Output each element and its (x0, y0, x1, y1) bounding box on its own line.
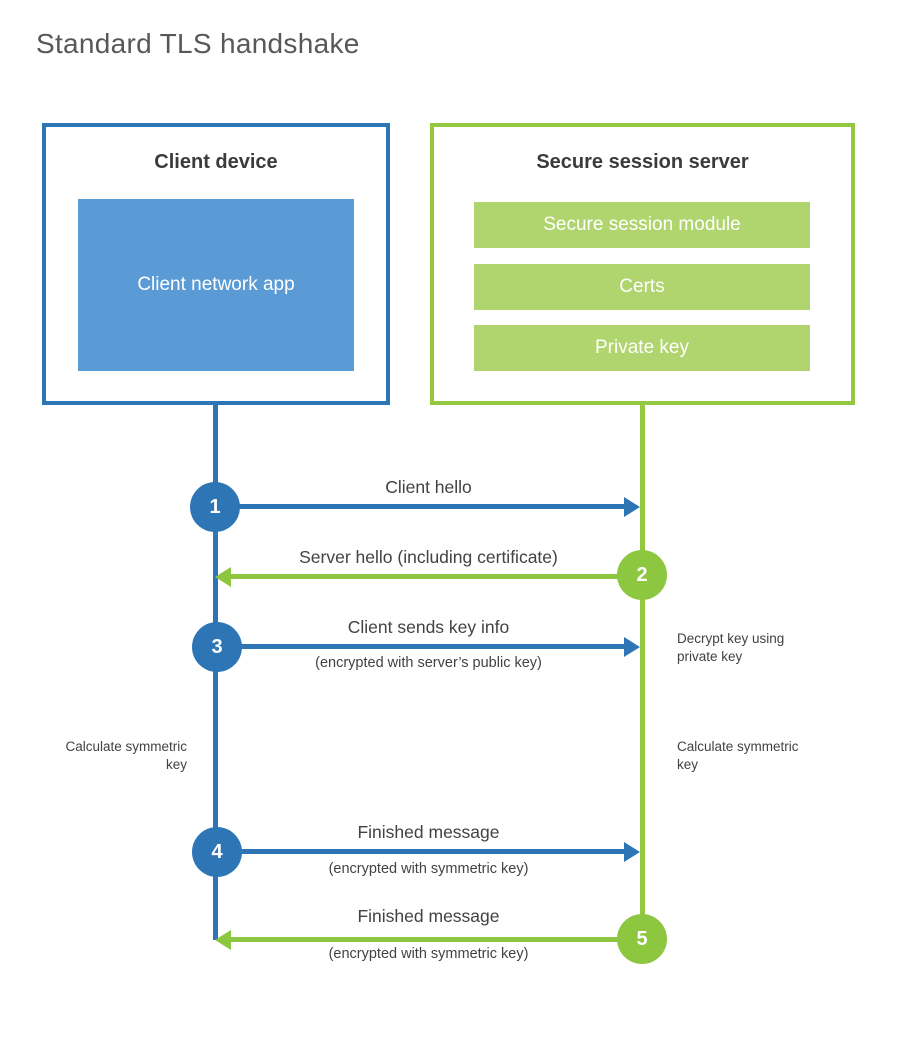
server-lifeline (640, 405, 645, 917)
message-label-finished-client: Finished message (357, 822, 500, 842)
note-calculate-symmetric-left: Calculate symmetric key (65, 739, 187, 773)
secure-session-server-title: Secure session server (536, 151, 749, 173)
client-device-title: Client device (154, 151, 278, 173)
diagram-title: Standard TLS handshake (36, 28, 360, 59)
note-calculate-symmetric-right: Calculate symmetric key (677, 739, 799, 773)
arrowhead-right-icon (624, 497, 640, 517)
step-circle-4: 4 (192, 827, 242, 877)
message-label-key-info: Client sends key info (347, 617, 510, 637)
step-circle-5: 5 (617, 914, 667, 964)
message-sublabel-finished-server: (encrypted with symmetric key) (328, 946, 529, 962)
message-label-client-hello: Client hello (385, 477, 472, 497)
client-device-box: Client device Client network app (42, 123, 390, 405)
server-module-secure-session: Secure session module (474, 202, 810, 248)
note-decrypt-key: Decrypt key using private key (677, 631, 785, 665)
arrow-key-info (217, 644, 627, 649)
message-label-server-hello: Server hello (including certificate) (299, 547, 558, 567)
message-sublabel-key-info: (encrypted with server’s public key) (315, 655, 542, 671)
arrowhead-left-icon (215, 567, 231, 587)
arrow-server-hello (231, 574, 642, 579)
message-sublabel-finished-client: (encrypted with symmetric key) (328, 861, 529, 877)
step-circle-3: 3 (192, 622, 242, 672)
client-lifeline (213, 405, 218, 940)
server-module-private-key: Private key (474, 325, 810, 371)
arrow-finished-server (231, 937, 642, 942)
arrow-finished-client (217, 849, 627, 854)
secure-session-server-box: Secure session server Secure session mod… (430, 123, 855, 405)
server-module-certs: Certs (474, 264, 810, 310)
step-circle-1: 1 (190, 482, 240, 532)
step-circle-2: 2 (617, 550, 667, 600)
client-network-app-box: Client network app (78, 199, 354, 371)
arrowhead-left-icon (215, 930, 231, 950)
arrow-client-hello (215, 504, 627, 509)
client-network-app-label: Client network app (137, 274, 295, 296)
arrowhead-right-icon (624, 637, 640, 657)
arrowhead-right-icon (624, 842, 640, 862)
message-label-finished-server: Finished message (357, 906, 500, 926)
